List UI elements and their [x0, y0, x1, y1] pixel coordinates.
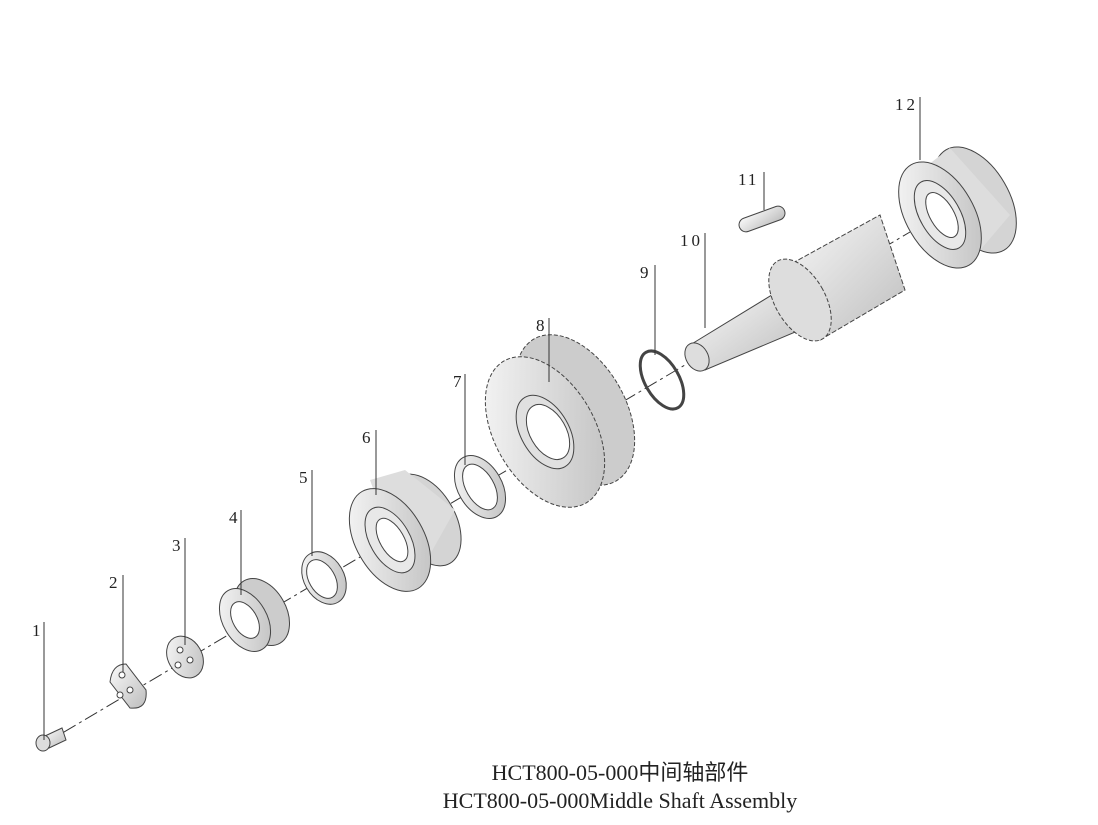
callout-5: 5: [299, 468, 308, 487]
part-roller-bearing-6: [348, 470, 462, 592]
part-gear: [484, 334, 636, 508]
callout-6: 6: [362, 428, 371, 447]
part-small-bearing: [218, 578, 290, 652]
part-bolt: [35, 727, 67, 752]
callout-7: 7: [453, 372, 462, 391]
callout-9: 9: [640, 263, 649, 282]
callout-4: 4: [229, 508, 238, 527]
part-washer-plate: [166, 635, 204, 679]
caption-chinese: HCT800-05-000中间轴部件: [491, 760, 749, 785]
caption-english: HCT800-05-000Middle Shaft Assembly: [442, 788, 798, 813]
callout-1: 1: [32, 621, 41, 640]
part-thrust-washer: [453, 455, 507, 519]
callout-8: 8: [536, 316, 545, 335]
part-pinion-shaft: [684, 214, 906, 372]
callout-12: 12: [895, 95, 918, 114]
part-key: [738, 205, 786, 233]
leader-lines: [43, 97, 921, 740]
callout-2: 2: [109, 573, 118, 592]
part-lock-plate: [109, 663, 147, 709]
callout-10: 10: [680, 231, 703, 250]
part-roller-bearing-12: [898, 146, 1017, 269]
callout-3: 3: [172, 536, 181, 555]
part-snap-ring: [638, 349, 686, 411]
part-spacer-ring: [301, 551, 347, 605]
callout-11: 11: [738, 170, 758, 189]
